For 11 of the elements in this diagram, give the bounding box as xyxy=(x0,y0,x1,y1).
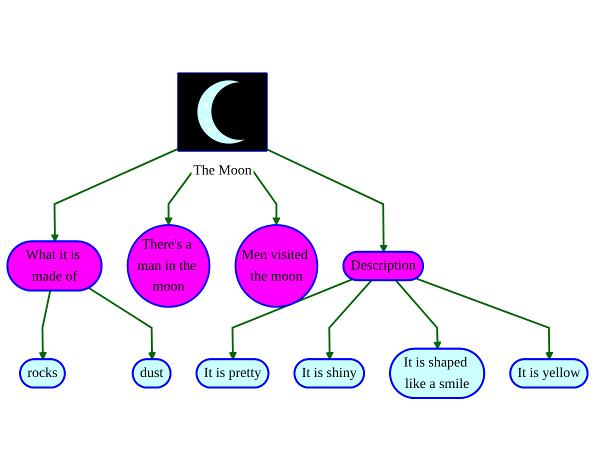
node-circle: Men visited the moon xyxy=(234,224,318,308)
arrow xyxy=(50,148,179,242)
node-circle: There's a man in the moon xyxy=(126,224,210,308)
arrow xyxy=(164,172,193,226)
arrow xyxy=(88,287,156,360)
arrow xyxy=(395,280,442,350)
arrow xyxy=(38,290,52,360)
arrow xyxy=(228,278,353,360)
arrow xyxy=(416,278,554,360)
arrow xyxy=(267,148,388,253)
arrow xyxy=(326,280,372,360)
